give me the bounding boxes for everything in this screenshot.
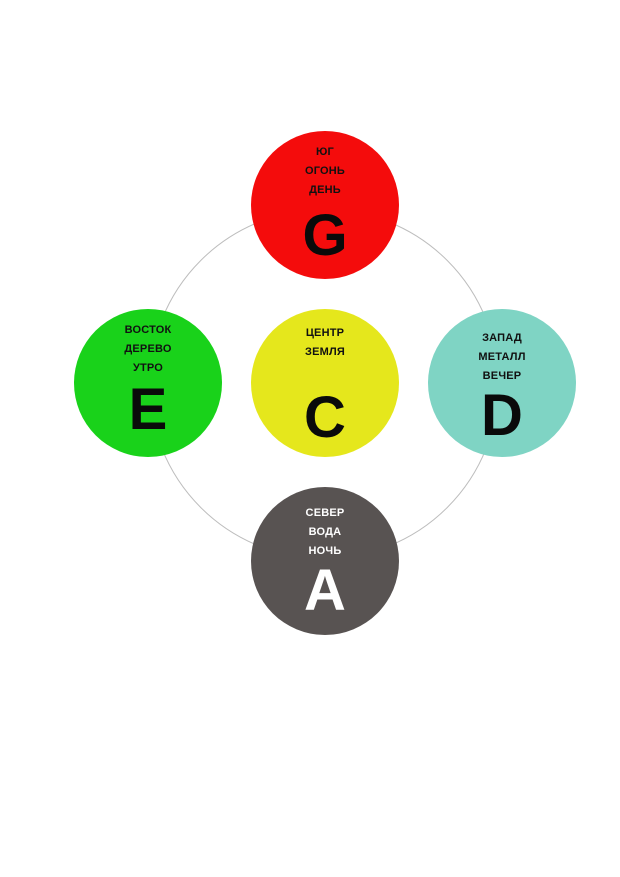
node-east-time: УТРО: [132, 362, 164, 374]
node-south-fire: ЮГ ОГОНЬ ДЕНЬ G: [251, 131, 399, 279]
node-north-element: ВОДА: [308, 526, 342, 538]
node-east-letter: E: [128, 377, 168, 442]
node-east-direction: ВОСТОК: [124, 324, 172, 336]
node-south-letter: G: [302, 203, 348, 268]
node-south-element: ОГОНЬ: [304, 165, 346, 177]
node-east-element: ДЕРЕВО: [124, 343, 172, 355]
node-south-time: ДЕНЬ: [309, 184, 341, 196]
node-west-metal: ЗАПАД МЕТАЛЛ ВЕЧЕР D: [428, 309, 576, 457]
node-center-earth: ЦЕНТР ЗЕМЛЯ C: [251, 309, 399, 457]
node-south-labels: ЮГ ОГОНЬ ДЕНЬ: [251, 143, 399, 200]
node-center-direction: ЦЕНТР: [305, 327, 345, 339]
node-north-labels: СЕВЕР ВОДА НОЧЬ: [251, 504, 399, 561]
node-east-labels: ВОСТОК ДЕРЕВО УТРО: [74, 321, 222, 378]
node-center-element: ЗЕМЛЯ: [304, 346, 345, 358]
node-west-labels: ЗАПАД МЕТАЛЛ ВЕЧЕР: [428, 329, 576, 386]
node-west-letter: D: [481, 383, 523, 448]
node-west-direction: ЗАПАД: [482, 332, 522, 344]
node-center-labels: ЦЕНТР ЗЕМЛЯ: [251, 324, 399, 362]
node-west-time: ВЕЧЕР: [482, 370, 522, 382]
node-north-direction: СЕВЕР: [305, 507, 345, 519]
node-north-letter: A: [304, 558, 346, 623]
node-north-time: НОЧЬ: [308, 545, 342, 557]
node-center-letter: C: [304, 385, 346, 450]
node-west-element: МЕТАЛЛ: [478, 351, 526, 363]
node-south-direction: ЮГ: [316, 146, 334, 158]
node-east-wood: ВОСТОК ДЕРЕВО УТРО E: [74, 309, 222, 457]
node-north-water: СЕВЕР ВОДА НОЧЬ A: [251, 487, 399, 635]
